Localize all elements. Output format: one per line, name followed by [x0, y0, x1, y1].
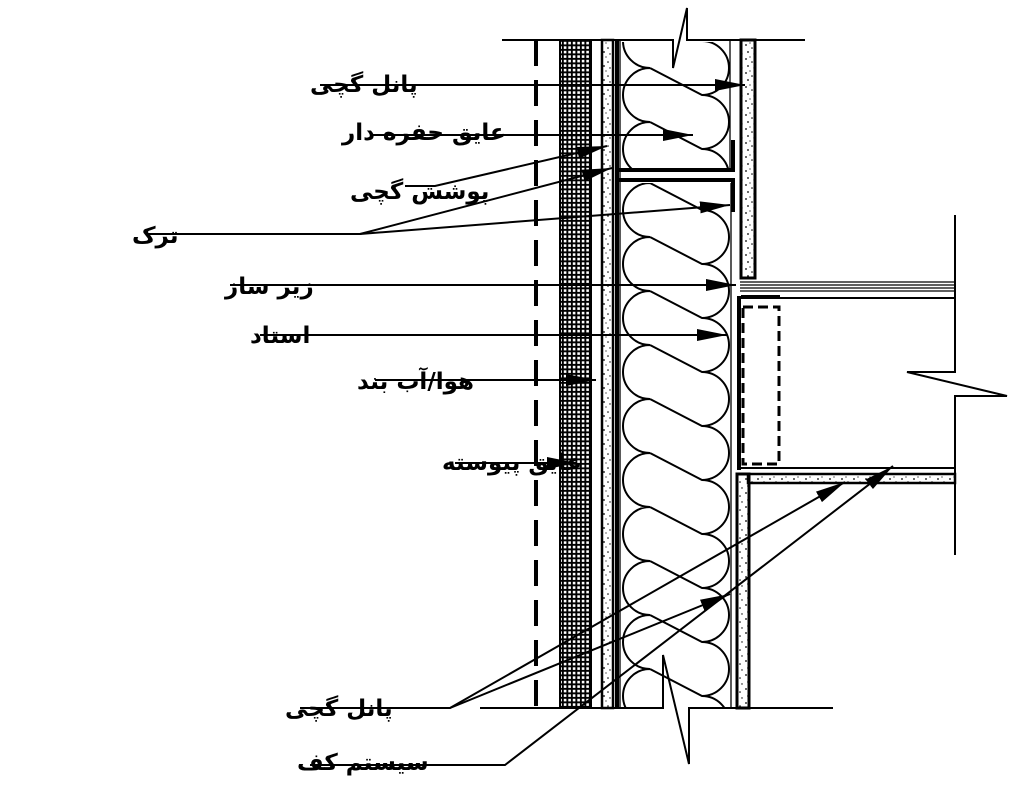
- label-floor-system: سیستم کف: [297, 750, 429, 776]
- floor-deck: [740, 281, 955, 299]
- interior-gypsum-panel-lower: [735, 472, 751, 710]
- top-track: [617, 140, 735, 172]
- leader-lines: [148, 79, 894, 766]
- label-gypsum-panel-top: پانل گچی: [310, 71, 418, 98]
- label-stud: استاد: [250, 323, 310, 349]
- ceiling-gypsum-board: [746, 472, 957, 485]
- label-gypsum-panel-bottom: پانل گچی: [285, 695, 393, 722]
- label-cavity-insulation: عایق حفره دار: [341, 120, 506, 146]
- bottom-track: [617, 178, 735, 212]
- top-break-line: [502, 7, 805, 69]
- label-gypsum-sheathing: پوشش گچی: [350, 178, 489, 205]
- label-subframe: زیر ساز: [224, 274, 314, 300]
- continuous-insulation-layer: [559, 39, 592, 709]
- cavity-insulation-bottom: [622, 183, 730, 707]
- gypsum-sheathing-layer: [600, 38, 615, 710]
- joist-hidden-outline: [741, 305, 781, 466]
- label-crack: ترک: [132, 223, 179, 249]
- floor-break-line: [906, 215, 1008, 555]
- interior-gypsum-panel-upper: [739, 38, 757, 280]
- bottom-break-line: [480, 654, 833, 765]
- label-continuous-insulation: عایق پیوسته: [442, 450, 582, 476]
- cavity-insulation-top: [622, 42, 730, 168]
- label-air-water-barrier: هوا/آب بند: [357, 366, 474, 395]
